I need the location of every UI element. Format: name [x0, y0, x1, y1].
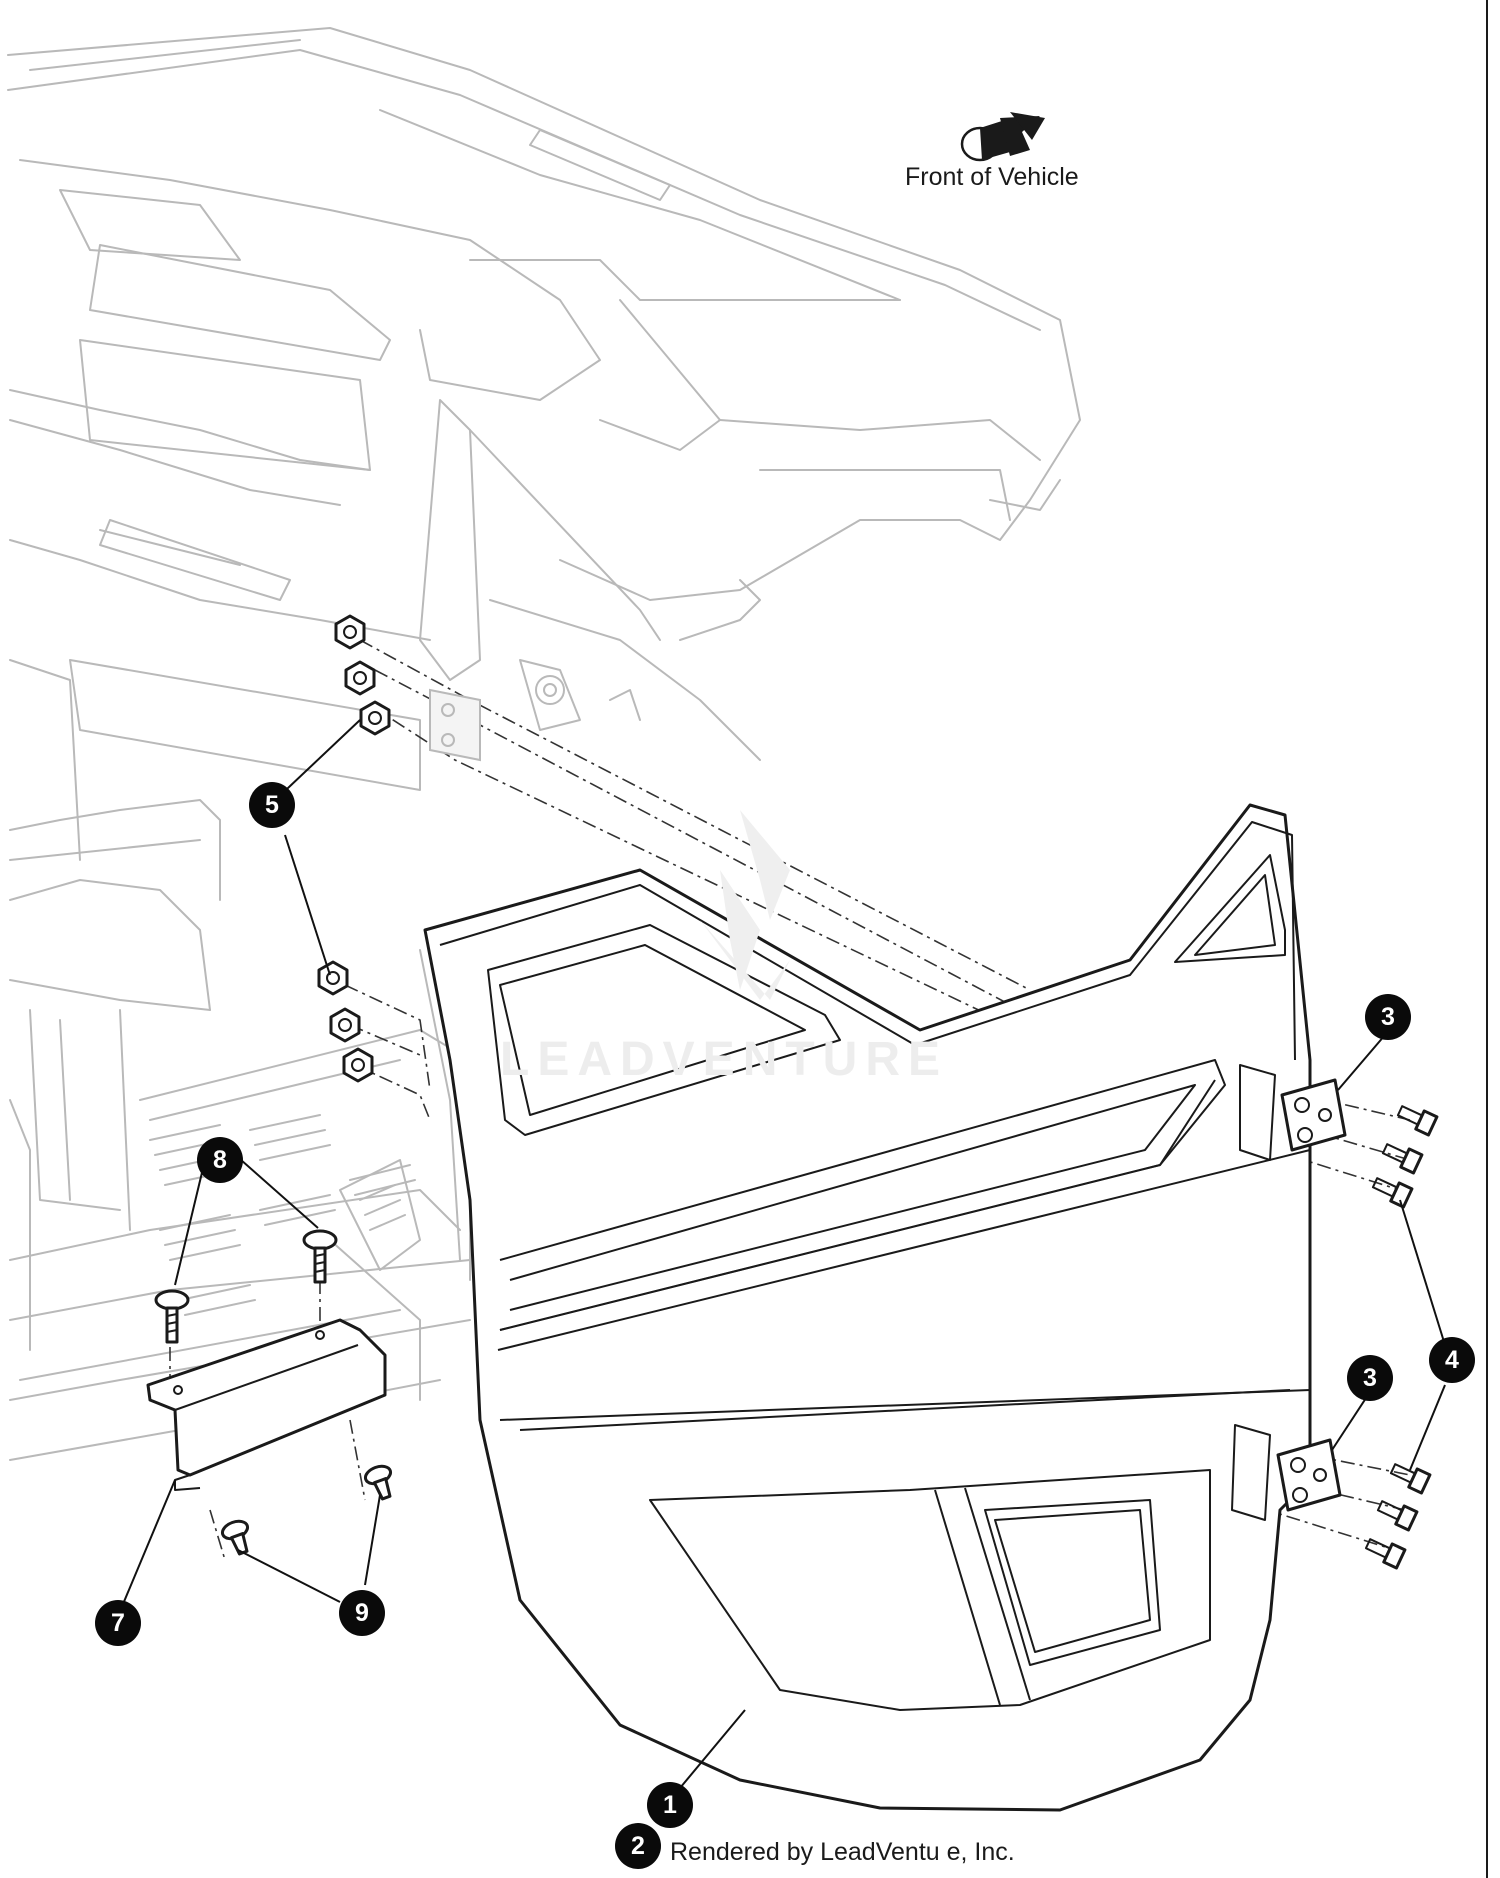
svg-text:1: 1 — [663, 1791, 677, 1819]
svg-text:5: 5 — [265, 791, 279, 819]
callout-7: 7 — [95, 1600, 141, 1646]
callout-8: 8 — [197, 1137, 243, 1183]
leader-lines — [117, 719, 1446, 1801]
callout-3-upper: 3 — [1365, 994, 1411, 1040]
watermark-text: LEADVENTURE — [500, 1033, 948, 1086]
callout-1: 1 — [647, 1782, 693, 1828]
frame-nuts — [317, 614, 391, 1083]
leadventure-logo-icon — [700, 810, 790, 1000]
callout-3-lower: 3 — [1347, 1355, 1393, 1401]
callout-2: 2 — [615, 1823, 661, 1869]
svg-text:2: 2 — [631, 1832, 645, 1860]
callout-9: 9 — [339, 1590, 385, 1636]
callout-5: 5 — [249, 782, 295, 828]
hinge-bolts — [1364, 1105, 1439, 1570]
floor-grille — [149, 1114, 416, 1316]
callout-4: 4 — [1429, 1337, 1475, 1383]
svg-text:7: 7 — [111, 1609, 125, 1637]
push-rivets — [220, 1464, 393, 1556]
frame-hinge-plate — [429, 688, 481, 762]
door-panel — [423, 803, 1312, 1812]
striker-bracket — [146, 1318, 387, 1491]
svg-text:3: 3 — [1381, 1003, 1395, 1031]
hinge-bracket-lower — [1276, 1438, 1342, 1512]
vehicle-body-outline — [7, 27, 1081, 1461]
hinge-bracket-upper — [1280, 1078, 1347, 1152]
orientation-label: Front of Vehicle — [905, 163, 1079, 191]
arrow-icon — [960, 112, 1045, 162]
credit-text: Rendered by LeadVentu e, Inc. — [670, 1838, 1015, 1866]
svg-text:8: 8 — [213, 1146, 227, 1174]
svg-text:3: 3 — [1363, 1364, 1377, 1392]
striker-screws — [154, 1229, 338, 1344]
svg-text:4: 4 — [1445, 1346, 1459, 1374]
svg-text:9: 9 — [355, 1599, 369, 1627]
